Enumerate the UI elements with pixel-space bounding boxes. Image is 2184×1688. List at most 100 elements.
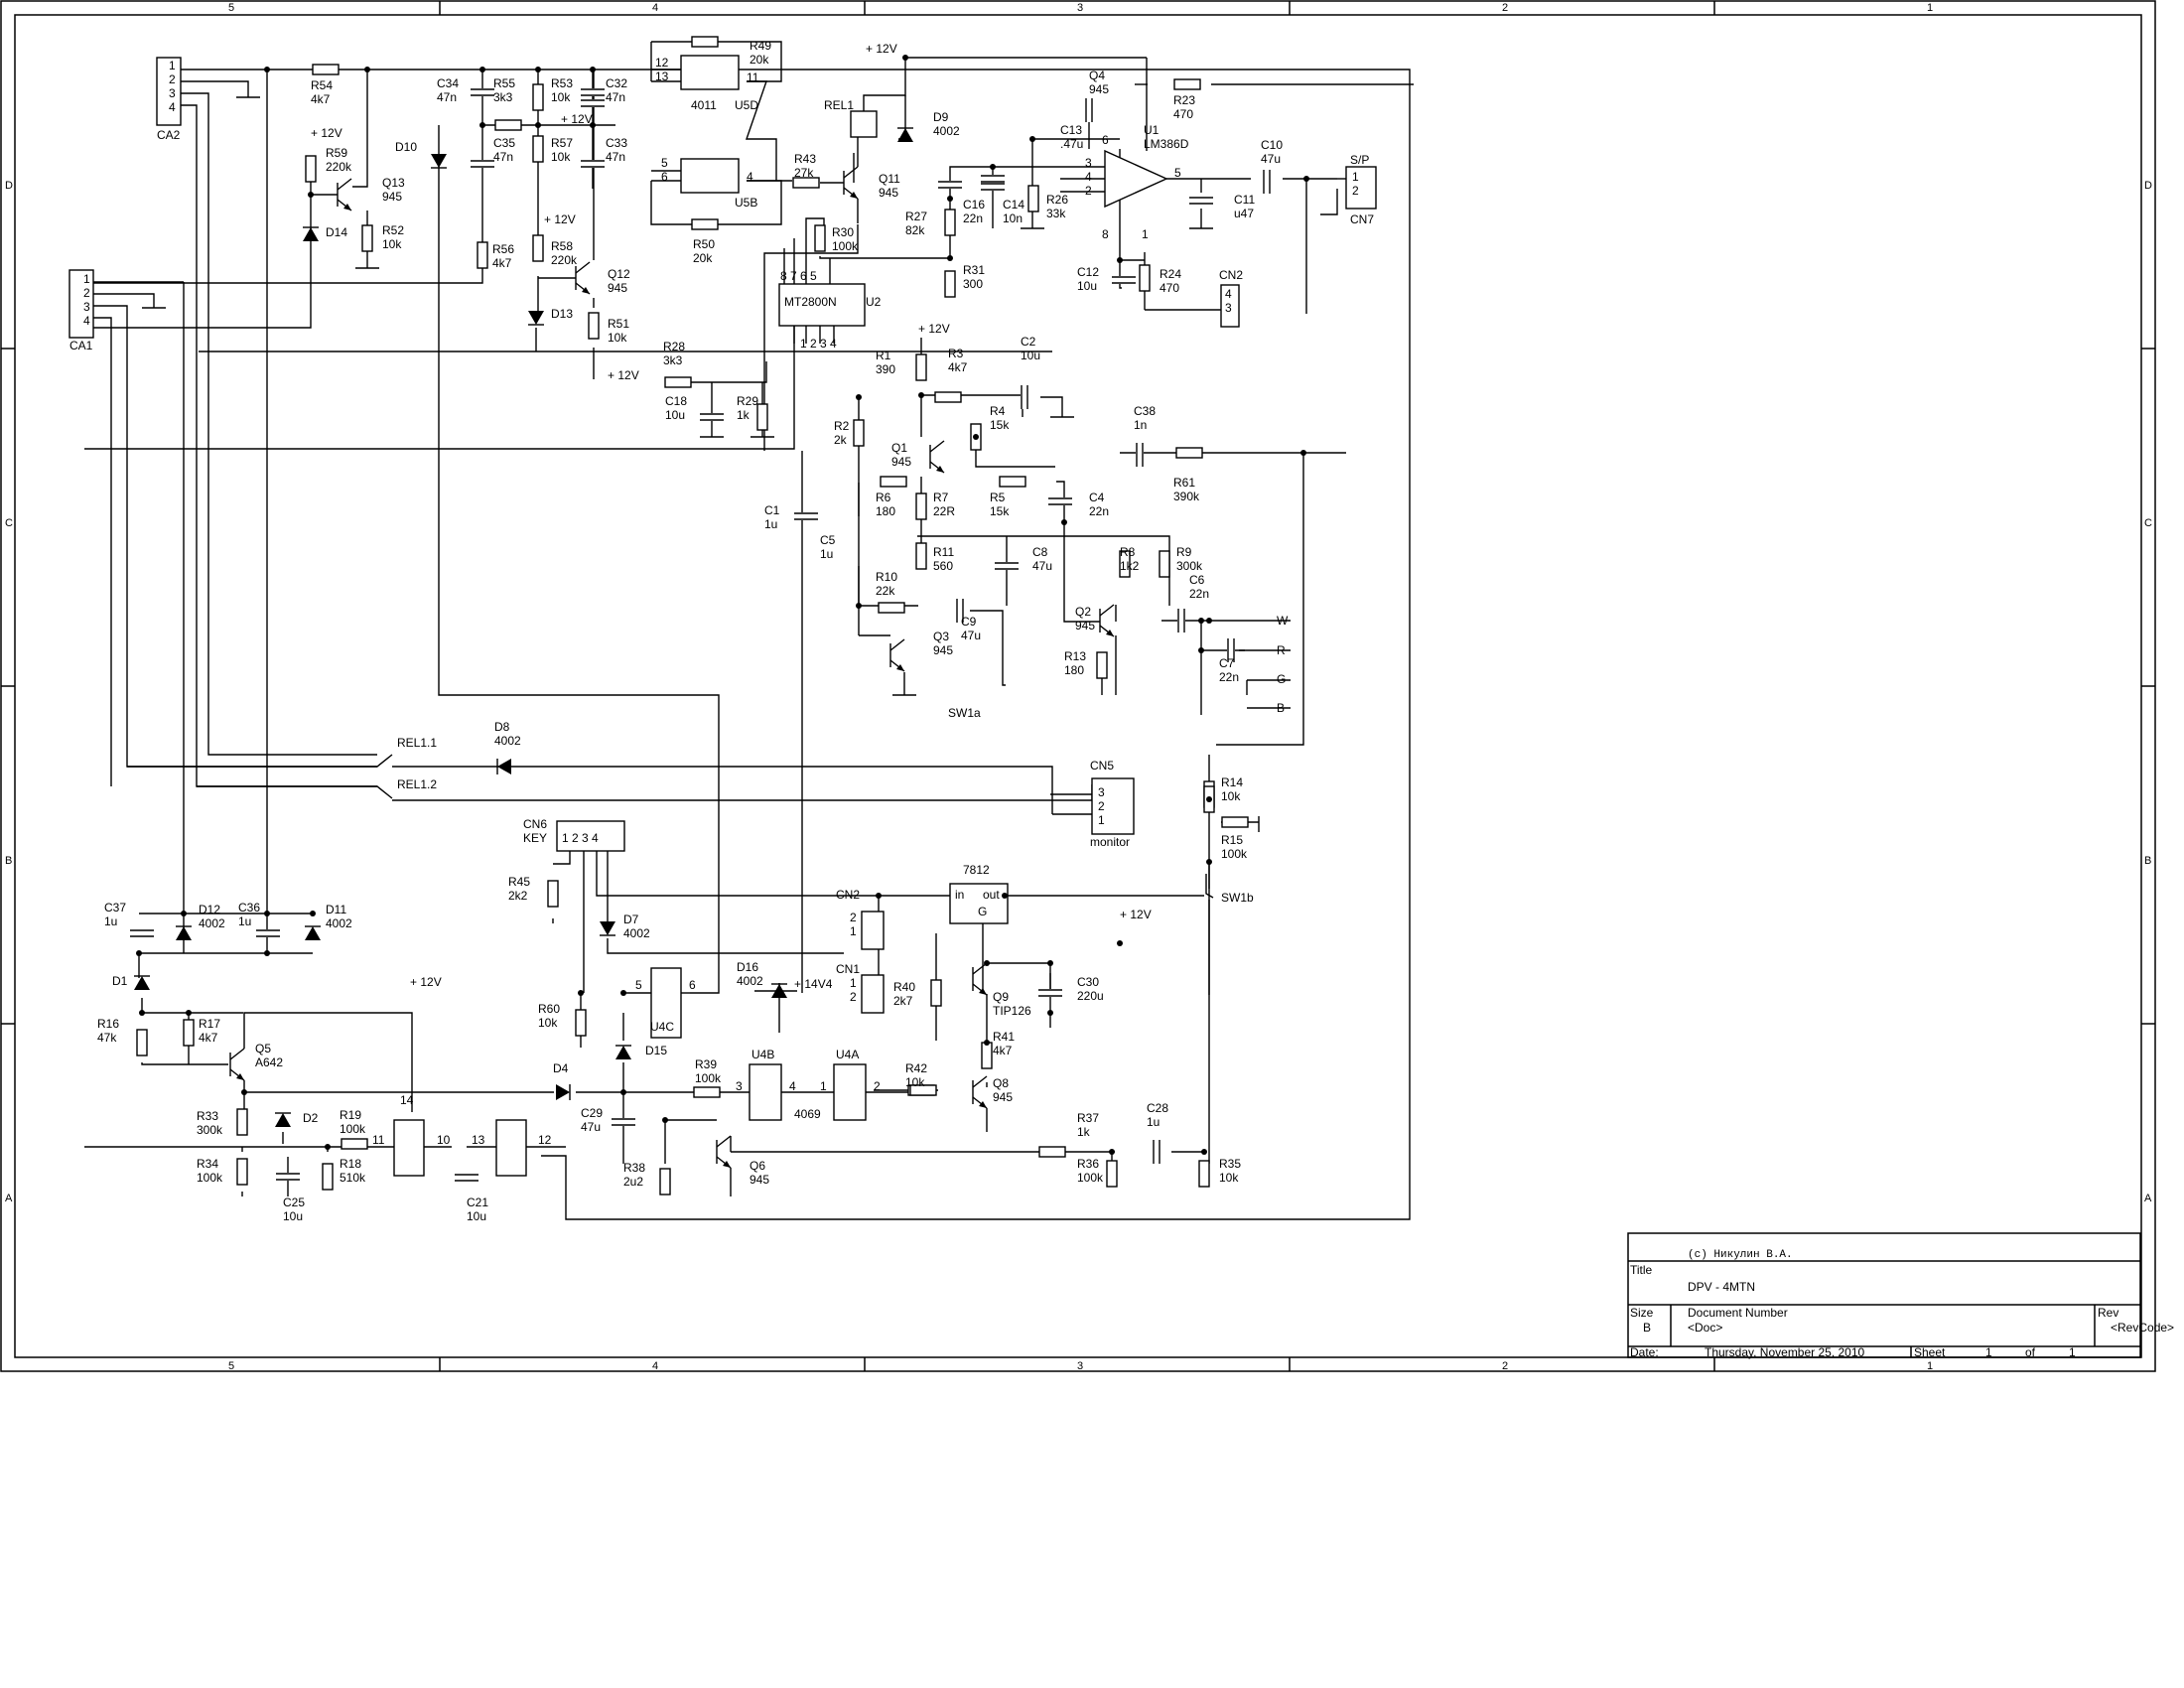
component-label-c13: C13.47u — [1060, 123, 1083, 151]
component-label-u4ap2: 2 — [874, 1079, 881, 1093]
component-label-u4a: U4A — [836, 1048, 859, 1061]
label-line: 2 — [83, 286, 90, 300]
wire — [987, 962, 1051, 993]
relay-coil — [850, 110, 878, 138]
label-line: R42 — [905, 1061, 927, 1075]
connector-cn5 — [1091, 777, 1135, 835]
junction-dot — [181, 911, 187, 916]
wire — [392, 766, 1053, 814]
cap-gap — [956, 599, 964, 623]
label-line: Q2 — [1075, 605, 1091, 619]
label-line: 945 — [993, 1090, 1013, 1104]
label-line: 10u — [467, 1209, 486, 1223]
label-line: REL1.2 — [397, 777, 437, 791]
transistor-collector — [843, 166, 859, 179]
cap-gap — [1189, 197, 1213, 205]
label-line: 12 — [655, 56, 669, 70]
circuit-wiring — [84, 41, 1414, 1220]
resistor-symbol — [930, 979, 942, 1007]
label-line: C33 — [606, 136, 627, 150]
diode-symbol — [431, 154, 447, 168]
label-line: R4 — [990, 404, 1006, 418]
label-line: 300k — [197, 1123, 223, 1137]
row-label: C — [5, 517, 13, 529]
junction-dot — [990, 164, 996, 170]
label-line: 220u — [1077, 989, 1104, 1003]
wire — [243, 1080, 554, 1093]
opamp-u1 — [1104, 149, 1168, 209]
junction-dot — [308, 192, 314, 198]
label-line: R17 — [199, 1017, 220, 1031]
resistor-symbol — [532, 135, 544, 163]
wire — [975, 427, 1055, 468]
label-line: R19 — [340, 1108, 361, 1122]
label-line: 180 — [1064, 663, 1084, 677]
label-line: A642 — [255, 1055, 283, 1069]
wire — [949, 166, 1060, 199]
component-label-cn7: CN7 — [1350, 212, 1374, 226]
label-line: C21 — [467, 1196, 488, 1209]
label-line: R15 — [1221, 833, 1243, 847]
label-line: 10k — [551, 150, 571, 164]
label-line: D9 — [933, 110, 949, 124]
cap-gap — [1227, 638, 1235, 662]
component-label-p12f: + 12V — [918, 322, 950, 336]
junction-dot — [578, 990, 584, 996]
junction-dot — [856, 394, 862, 400]
label-line: D7 — [623, 913, 639, 926]
component-label-p12c: + 12V — [544, 212, 576, 226]
wire — [93, 293, 155, 308]
component-label-ca1: CA1 — [69, 339, 93, 352]
label-line: U5B — [735, 196, 757, 210]
resistor-symbol — [878, 602, 905, 614]
label-line: 3 — [1098, 785, 1105, 799]
cap-gap — [1153, 1140, 1160, 1164]
label-line: + 12V — [866, 42, 897, 56]
component-label-d13: D13 — [551, 307, 573, 321]
resistor-symbol — [494, 119, 522, 131]
label-line: 1 — [83, 272, 90, 286]
component-label-u1p1: 1 — [1142, 227, 1149, 241]
wire — [438, 125, 720, 994]
junction-dot — [1002, 893, 1008, 899]
label-line: TIP126 — [993, 1004, 1031, 1018]
label-line: CN6 — [523, 817, 547, 831]
label-line: in — [955, 888, 964, 902]
label-line: + 12V — [608, 368, 639, 382]
cap-gap — [938, 181, 962, 189]
label-line: 47u — [1261, 152, 1281, 166]
transistor-collector — [929, 440, 945, 453]
label-line: R60 — [538, 1002, 560, 1016]
transistor-collector — [1099, 604, 1115, 617]
label-line: + 12V — [544, 212, 576, 226]
label-line: R40 — [893, 980, 915, 994]
label-line: D4 — [553, 1061, 569, 1075]
resistor-symbol — [944, 209, 956, 236]
date-value: Thursday, November 25, 2010 — [1705, 1345, 1865, 1359]
connector-cn1 — [861, 974, 885, 1014]
label-line: LM386D — [1144, 137, 1189, 151]
label-line: C25 — [283, 1196, 305, 1209]
col-label: 3 — [1077, 2, 1083, 14]
label-line: 10k — [1221, 789, 1241, 803]
resistor-symbol — [236, 1108, 248, 1136]
label-line: 1 2 3 4 — [562, 831, 599, 845]
transistor-collector — [972, 1075, 988, 1088]
component-label-p12a: + 12V — [311, 126, 342, 140]
